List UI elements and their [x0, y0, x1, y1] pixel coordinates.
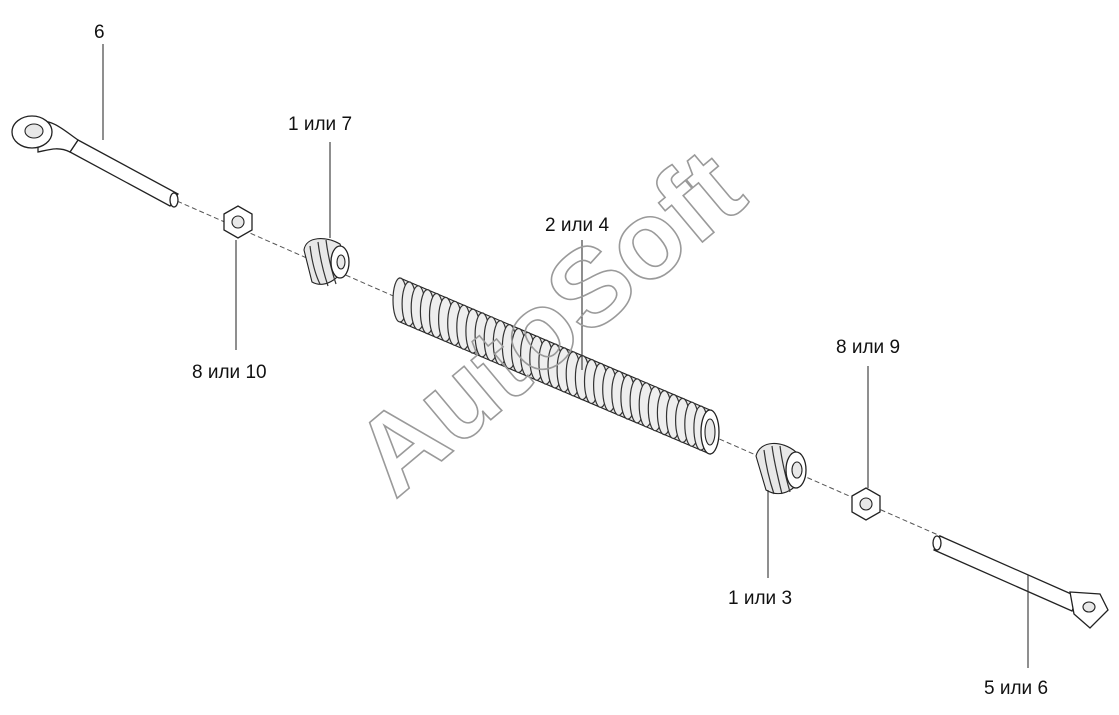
small-nut-left: [223, 205, 253, 239]
assembly-axis: [169, 197, 946, 539]
callout-nut-small-left: 8 или 10: [192, 362, 267, 383]
left-eye-rod: [11, 115, 179, 208]
callout-rod-left: 6: [94, 22, 105, 43]
spring-end-hole: [704, 418, 716, 446]
callout-nut-small-right: 8 или 9: [836, 337, 900, 358]
watermark-logo: AutoSoft: [331, 126, 766, 519]
callout-spring: 2 или 4: [545, 215, 609, 236]
small-nut-right: [851, 487, 881, 521]
threaded-bushing-left: [303, 238, 350, 287]
threaded-bushing-right: [755, 442, 807, 495]
callout-rod-right: 5 или 6: [984, 678, 1048, 699]
callout-nut-left-top: 1 или 7: [288, 114, 352, 135]
callout-nut-right-bottom: 1 или 3: [728, 588, 792, 609]
coil-spring: [392, 277, 720, 455]
right-fork-rod: [932, 535, 1109, 629]
